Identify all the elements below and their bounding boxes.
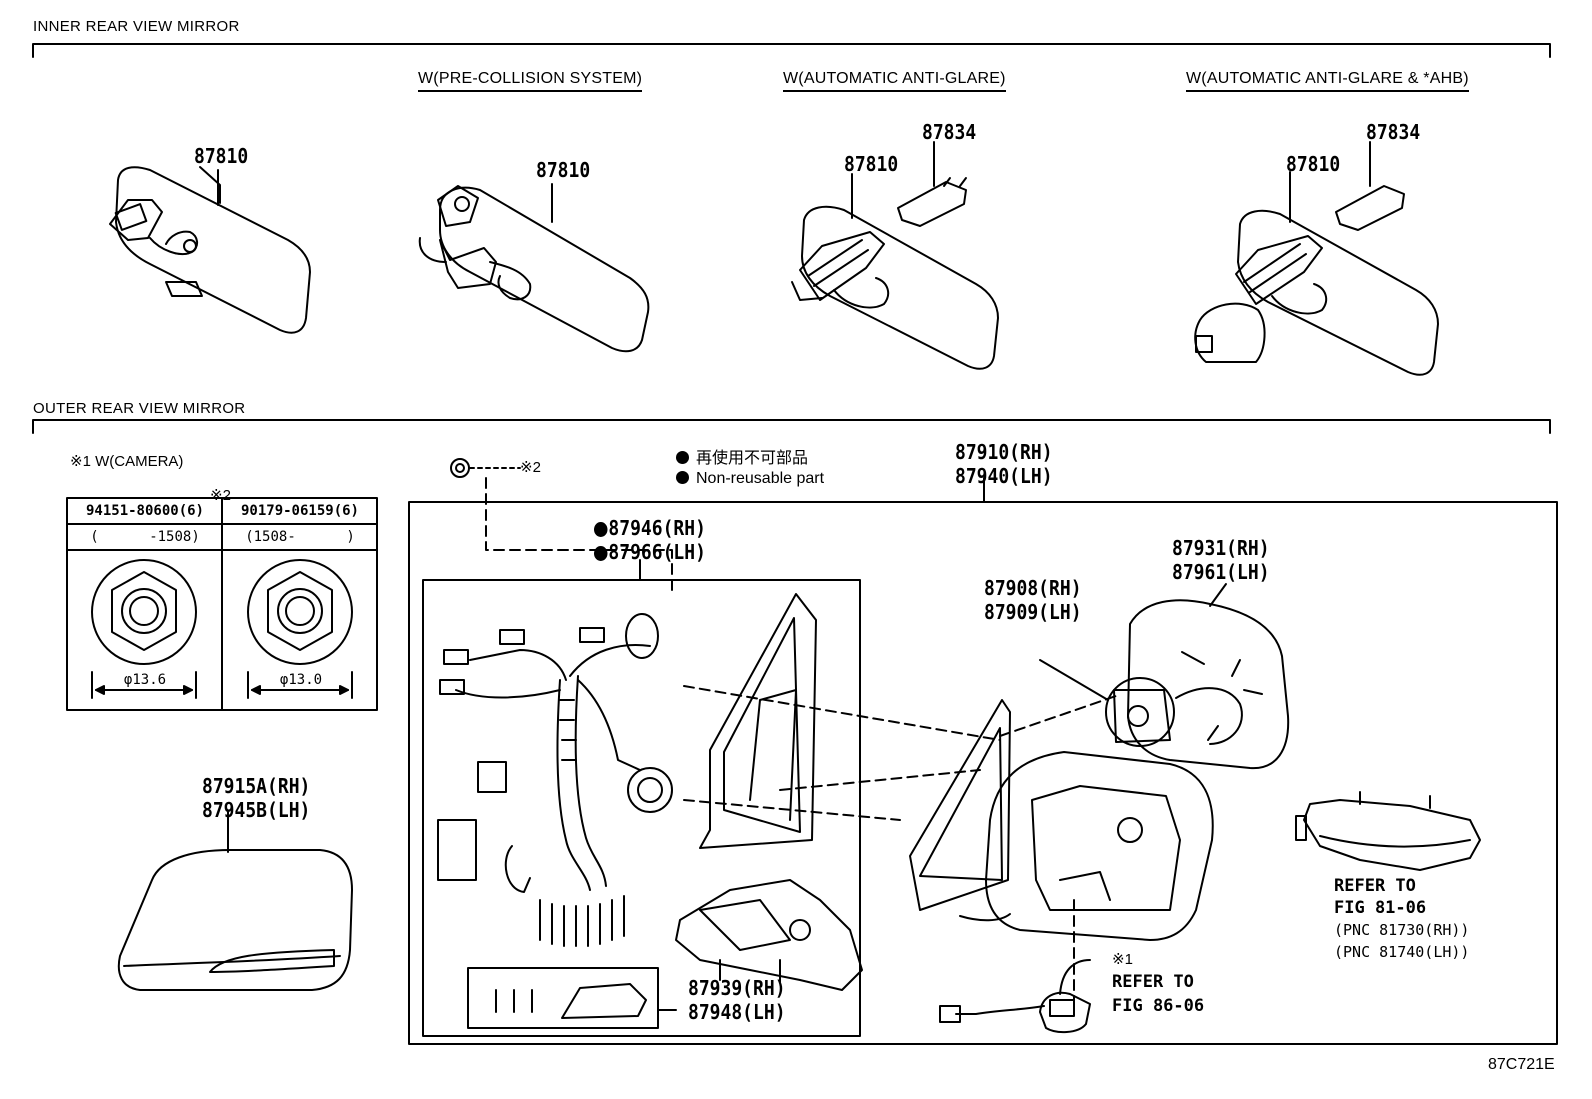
nonreusable-dot-icon xyxy=(676,471,689,484)
mirror-glass-drawing xyxy=(1127,599,1290,770)
nut-1-range: ( -1508) xyxy=(90,529,200,545)
outer-section-title: OUTER REAR VIEW MIRROR xyxy=(33,400,246,417)
lamp-ref-line4: (PNC 81740(LH)) xyxy=(1334,943,1470,961)
nut-2-range: (1508- ) xyxy=(245,529,355,545)
inner-mirror-ahb xyxy=(1194,185,1439,376)
variant-antiglare: W(AUTOMATIC ANTI-GLARE) xyxy=(783,70,1006,92)
note-2-mark: ※2 xyxy=(210,487,231,504)
nonreusable-dot-icon xyxy=(676,451,689,464)
camera-drawing xyxy=(939,959,1091,1034)
part-number-87834: 87834 xyxy=(1366,120,1421,144)
base-gasket-drawing xyxy=(699,593,817,849)
legend-en-text: Non-reusable part xyxy=(696,470,825,487)
camera-note: ※1 W(CAMERA) xyxy=(70,453,184,470)
actuator-part-rh: 87908(RH) xyxy=(984,576,1082,600)
inner-section-title: INNER REAR VIEW MIRROR xyxy=(33,18,240,35)
bracket-part-rh: 87939(RH) xyxy=(688,976,786,1000)
nut-1-part-number: 94151-80600(6) xyxy=(85,503,204,519)
legend-nonreusable-jp: 再使用不可部品 xyxy=(676,444,808,468)
mirror-housing-drawing xyxy=(909,699,1214,941)
cover-part-lh: 87945B(LH) xyxy=(202,798,311,822)
bracket-part-lh: 87948(LH) xyxy=(688,1000,786,1024)
bracket-drawing xyxy=(675,879,863,991)
cover-part-rh: 87915A(RH) xyxy=(202,774,311,798)
nonreusable-dot-icon xyxy=(594,522,608,537)
lamp-ref-line3: (PNC 81730(RH)) xyxy=(1334,921,1470,939)
outer-section-frame xyxy=(32,419,1551,434)
glass-part-rh: 87931(RH) xyxy=(1172,536,1270,560)
lamp-ref-line2: FIG 81-06 xyxy=(1334,898,1427,918)
inner-mirror-precollision xyxy=(418,185,650,353)
mirror-cover-drawing xyxy=(117,849,353,991)
inner-section-frame xyxy=(32,43,1551,58)
leader xyxy=(1209,583,1227,607)
camera-ref-line2: FIG 86-06 xyxy=(1112,996,1205,1016)
part-number-87810: 87810 xyxy=(1286,152,1341,176)
nut-2-part-number: 90179-06159(6) xyxy=(240,503,359,519)
nut-2-drawing xyxy=(247,559,353,699)
harness-drawing xyxy=(437,613,673,1029)
diagram-code: 87C721E xyxy=(1488,1056,1555,1073)
actuator-part-lh: 87909(LH) xyxy=(984,600,1082,624)
harness-part-rh: 87946(RH) xyxy=(594,516,706,540)
glass-part-lh: 87961(LH) xyxy=(1172,560,1270,584)
part-number-87810: 87810 xyxy=(536,158,591,182)
nut-2-diameter: φ13.0 xyxy=(279,672,323,688)
nonreusable-dot-icon xyxy=(594,546,608,561)
lamp-ref-line1: REFER TO xyxy=(1334,876,1416,896)
nut-1-drawing xyxy=(91,559,197,699)
part-number-87810: 87810 xyxy=(844,152,899,176)
assy-part-rh: 87910(RH) xyxy=(955,440,1053,464)
harness-frame xyxy=(422,579,861,1037)
part-number-87834: 87834 xyxy=(922,120,977,144)
leader xyxy=(1039,659,1109,701)
variant-precollision: W(PRE-COLLISION SYSTEM) xyxy=(418,70,643,92)
assy-part-lh: 87940(LH) xyxy=(955,464,1053,488)
harness-part-lh: 87966(LH) xyxy=(594,540,706,564)
turn-signal-lamp-drawing xyxy=(1295,791,1481,871)
clip-note-mark: ※2 xyxy=(520,459,541,476)
actuator-drawing xyxy=(1105,677,1243,747)
nut-table-grid xyxy=(66,497,378,711)
camera-callout-mark: ※1 xyxy=(1112,951,1133,968)
harness-lh-text: 87966(LH) xyxy=(608,540,706,564)
legend-jp-text: 再使用不可部品 xyxy=(696,450,809,467)
inner-mirror-standard xyxy=(109,166,311,334)
nut-1-diameter: φ13.6 xyxy=(123,672,167,688)
harness-rh-text: 87946(RH) xyxy=(608,516,706,540)
inner-mirror-antiglare xyxy=(791,177,999,370)
camera-ref-line1: REFER TO xyxy=(1112,972,1194,992)
legend-nonreusable-en: Non-reusable part xyxy=(676,470,824,488)
part-number-87810: 87810 xyxy=(194,144,249,168)
variant-antiglare-ahb: W(AUTOMATIC ANTI-GLARE & *AHB) xyxy=(1186,70,1469,92)
